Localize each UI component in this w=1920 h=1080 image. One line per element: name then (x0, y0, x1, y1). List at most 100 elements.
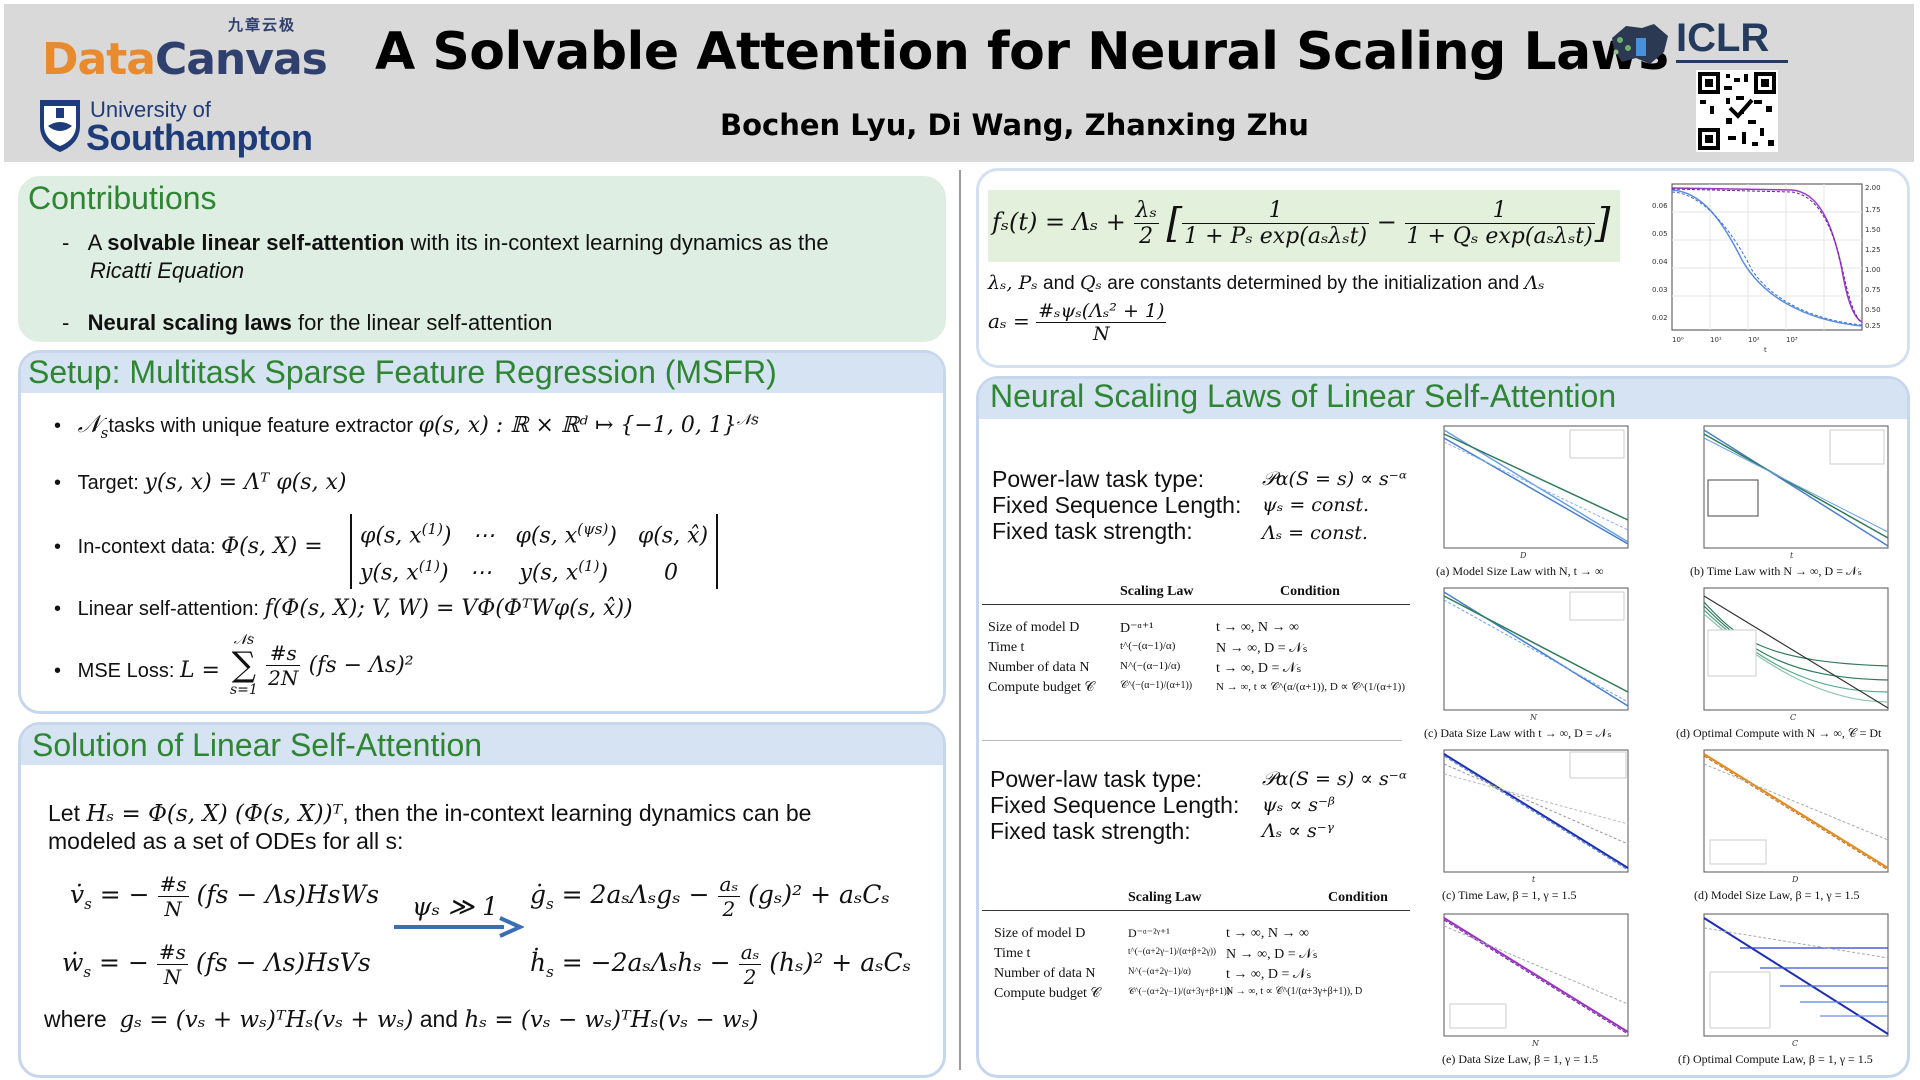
svg-text:10³: 10³ (1786, 336, 1798, 344)
plot-caseB-optimal-compute: C (1703, 913, 1889, 1048)
svg-text:1.75: 1.75 (1865, 206, 1881, 214)
svg-text:C: C (1792, 1039, 1798, 1048)
caseA-row1-name: Size of model D (988, 620, 1080, 635)
as-formula: aₛ = #ₛψₛ(Λₛ² + 1)N (988, 300, 1167, 345)
constants-text: are constants determined by the initiali… (1107, 273, 1520, 294)
setup-bullet-3-text: In-context data: (77, 536, 216, 558)
solution-hs-def: Hₛ = Φ(s, X) (Φ(s, X))ᵀ (86, 801, 343, 827)
contributions-heading: Contributions (28, 180, 217, 216)
where-text: where (44, 1006, 107, 1032)
svg-text:C: C (1790, 713, 1796, 722)
constants-line: λₛ, Pₛ and Qₛ are constants determined b… (988, 272, 1545, 295)
plot-optimal-compute: C (1703, 587, 1889, 722)
caseB-row4-law: 𝒞^(−(α+2γ−1)/(α+3γ+β+1)) (1128, 986, 1230, 996)
caseA-row2-name: Time t (988, 640, 1025, 655)
setup-bullet-1: • 𝒩stasks with unique feature extractor … (54, 410, 759, 442)
caseA-math-2: ψₛ = const. (1262, 494, 1370, 516)
setup-bullet-2-text: Target: (77, 472, 139, 494)
caption-c: (c) Data Size Law with t → ∞, D = 𝒩ₛ (1424, 726, 1612, 740)
scaling-laws-heading: Neural Scaling Laws of Linear Self-Atten… (990, 378, 1617, 414)
setup-bullet-3: • In-context data: Φ(s, X) = (54, 534, 323, 559)
setup-bullet-4-text: Linear self-attention: (77, 598, 259, 620)
plot-data-size-law: N (1443, 587, 1629, 722)
southampton-shield-icon (40, 100, 80, 152)
iclr-logo-underline (1676, 60, 1788, 63)
solution-intro-line2: modeled as a set of ODEs for all s: (48, 828, 404, 854)
caseB-th-condition: Condition (1328, 890, 1388, 905)
setup-ns-symbol: 𝒩s (77, 410, 109, 442)
solution-heading: Solution of Linear Self-Attention (32, 727, 483, 763)
setup-panel (18, 350, 946, 714)
svg-text:t: t (1764, 346, 1767, 354)
caseA-math-3: Λₛ = const. (1262, 522, 1368, 544)
qr-code-icon[interactable] (1696, 70, 1778, 152)
datacanvas-chinese-logo-text: 九章云极 (228, 17, 297, 34)
caseA-label-2: Fixed Sequence Length: (992, 492, 1242, 518)
mse-sum-symbol: 𝒩s∑s=1 (230, 632, 258, 698)
caseB-math-2: ψₛ ∝ s⁻ᵝ (1262, 794, 1335, 816)
caseB-row2-law: t^(−(α+2γ−1)/(α+β+2γ)) (1128, 946, 1217, 956)
in-context-matrix: φ(s, x(1)) ⋯ φ(s, x(ψs)) φ(s, x̂) y(s, x… (350, 514, 719, 589)
svg-text:0.25: 0.25 (1865, 322, 1881, 330)
caption-caseB-f: (f) Optimal Compute Law, β = 1, γ = 1.5 (1678, 1052, 1873, 1066)
constants-Lambda: Λₛ (1524, 272, 1545, 294)
caseB-th-scaling: Scaling Law (1128, 890, 1202, 905)
caseA-row4-name: Compute budget 𝒞 (988, 680, 1095, 695)
caseB-row3-name: Number of data N (994, 966, 1096, 981)
svg-text:0.02: 0.02 (1652, 314, 1668, 322)
constants-and: and (1043, 273, 1075, 294)
poster-title: A Solvable Attention for Neural Scaling … (375, 22, 1669, 82)
h-definition: hₛ = (vₛ − wₛ)ᵀHₛ(vₛ − wₛ) (464, 1007, 759, 1033)
setup-bullet-1-text: tasks with unique feature extractor (108, 415, 413, 437)
solution-intro-text: , then the in-context learning dynamics … (342, 800, 812, 826)
svg-text:t: t (1532, 875, 1536, 884)
caseA-th-condition: Condition (1280, 584, 1340, 599)
solution-let: Let (48, 800, 80, 826)
svg-text:0.06: 0.06 (1652, 202, 1668, 210)
right-arrow-icon (394, 916, 524, 938)
contribution-item-2: - Neural scaling laws for the linear sel… (62, 310, 553, 335)
contribution-item-1: - A solvable linear self-attention with … (62, 230, 829, 255)
contribution-1-bold: solvable linear self-attention (107, 230, 405, 255)
contribution-1-post: with its in-context learning dynamics as… (404, 230, 829, 255)
caseB-row4-name: Compute budget 𝒞 (994, 986, 1101, 1001)
contribution-2-bold: Neural scaling laws (87, 310, 292, 335)
setup-bullet-1-sup: 𝒩s (736, 410, 759, 429)
svg-text:0.03: 0.03 (1652, 286, 1668, 294)
datacanvas-logo: DataCanvas (42, 34, 328, 85)
and-text: and (419, 1006, 459, 1032)
mse-term: (fs − Λs)² (308, 653, 414, 678)
caseA-th-scaling: Scaling Law (1120, 584, 1194, 599)
plot-time-law: t (1703, 425, 1889, 560)
caseB-table-rule (982, 910, 1410, 911)
contribution-1-pre: A (87, 230, 108, 255)
caseB-label-2: Fixed Sequence Length: (990, 792, 1240, 818)
matrix-row-1: φ(s, x(1)) ⋯ φ(s, x(ψs)) φ(s, x̂) (360, 520, 709, 549)
setup-bullet-5-text: MSE Loss: (77, 660, 175, 682)
setup-bullet-4-math: f(Φ(s, X); V, W) = VΦ(ΦᵀWφ(s, x̂)) (264, 596, 633, 621)
setup-bullet-1-math: φ(s, x) : ℝ × ℝᵈ ↦ {−1, 0, 1} (418, 413, 737, 438)
caseA-row2-cond: N → ∞, D = 𝒩ₛ (1216, 641, 1308, 656)
caseB-math-3: Λₛ ∝ s⁻ᵞ (1262, 820, 1334, 842)
solution-panel (18, 722, 946, 1078)
southampton-logo-line1: University of (90, 97, 212, 122)
caption-caseB-c: (c) Time Law, β = 1, γ = 1.5 (1442, 888, 1577, 902)
caption-a: (a) Model Size Law with N, t → ∞ (1436, 564, 1604, 578)
caseB-row2-name: Time t (994, 946, 1031, 961)
setup-bullet-5-math: L = (179, 658, 220, 683)
svg-text:0.04: 0.04 (1652, 258, 1668, 266)
setup-bullet-2-math: y(s, x) = Λᵀ φ(s, x) (144, 470, 347, 495)
datacanvas-logo-part2: Canvas (154, 34, 328, 85)
svg-text:0.05: 0.05 (1652, 230, 1668, 238)
caseB-row3-law: N^(−(α+2γ−1)/α) (1128, 966, 1191, 976)
caption-caseB-e: (e) Data Size Law, β = 1, γ = 1.5 (1442, 1052, 1599, 1066)
caseA-label-3: Fixed task strength: (992, 518, 1193, 544)
caption-b: (b) Time Law with N → ∞, D = 𝒩ₛ (1690, 564, 1862, 578)
caseA-row3-cond: t → ∞, D = 𝒩ₛ (1216, 661, 1302, 676)
plot-caseB-time-law: t (1443, 749, 1629, 884)
svg-text:10⁰: 10⁰ (1672, 336, 1684, 344)
caseA-row3-name: Number of data N (988, 660, 1090, 675)
caption-caseB-d: (d) Model Size Law, β = 1, γ = 1.5 (1694, 888, 1860, 902)
